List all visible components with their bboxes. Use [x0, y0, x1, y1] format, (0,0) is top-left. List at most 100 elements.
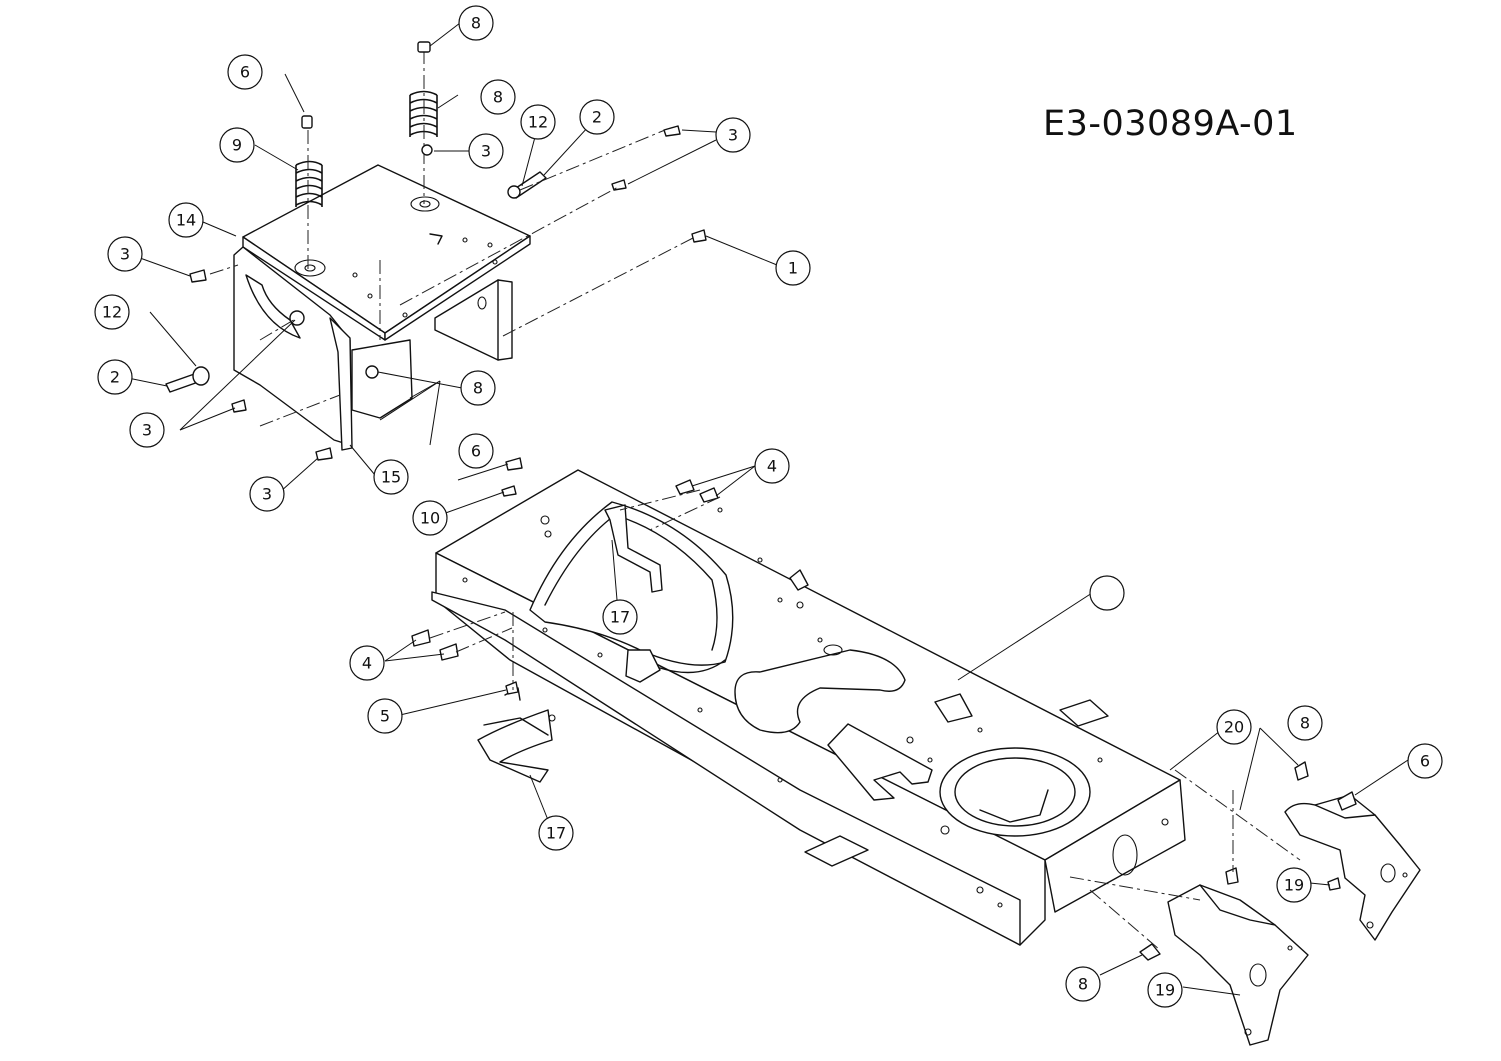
callout-1-frame — [1089, 575, 1125, 611]
callout-number: 3 — [120, 245, 130, 264]
callout-number: 6 — [240, 63, 250, 82]
callout-8-bottom: 8 — [1065, 966, 1101, 1002]
callout-20: 20 — [1216, 709, 1252, 745]
callout-circle — [349, 645, 385, 681]
callout-number: 4 — [362, 654, 372, 673]
bolt-4-top-b — [699, 487, 719, 503]
frame-cutout-pedal — [734, 649, 906, 734]
callout-number: 3 — [142, 421, 152, 440]
rear-alignment-lines — [1069, 769, 1301, 951]
seat-hardware — [165, 41, 707, 461]
callout-circle — [1407, 743, 1443, 779]
callout-14: 14 — [168, 202, 204, 238]
callout-circle — [373, 459, 409, 495]
callout-4-left: 4 — [349, 645, 385, 681]
springs — [295, 50, 438, 270]
seat-plate-right-edge — [384, 235, 531, 341]
spring-left-9 — [295, 160, 323, 207]
callout-8-right: 8 — [1287, 705, 1323, 741]
nut-8-mid — [365, 365, 379, 379]
callout-number: 19 — [1155, 981, 1175, 1000]
callout-number: 12 — [528, 113, 548, 132]
callout-circle — [1065, 966, 1101, 1002]
frame-cutout-center — [827, 723, 933, 801]
bolt-6-top — [301, 115, 313, 129]
callout-circle — [1276, 867, 1312, 903]
callout-circle — [1216, 709, 1252, 745]
callout-17-bracket: 17 — [538, 815, 574, 851]
bolt-1 — [691, 229, 707, 243]
frame-hardware — [411, 457, 721, 695]
callout-circle — [249, 476, 285, 512]
rear-bracket-right — [1284, 761, 1421, 941]
nut-3-spring — [421, 144, 433, 156]
callout-number: 17 — [546, 824, 566, 843]
callout-number: 4 — [767, 457, 777, 476]
nut-3-top-right-2 — [611, 179, 627, 191]
rear-bracket-left — [1139, 867, 1309, 1046]
callout-circle — [775, 250, 811, 286]
callout-circle — [460, 370, 496, 406]
diagram-code-label: E3-03089A-01 — [1043, 104, 1298, 144]
callout-circle — [129, 412, 165, 448]
frame-bracket-17 — [604, 504, 663, 593]
callout-8-top: 8 — [458, 5, 494, 41]
frame-tab-left — [804, 835, 869, 867]
callout-4-top: 4 — [754, 448, 790, 484]
callout-circle — [97, 359, 133, 395]
callout-circle — [754, 448, 790, 484]
callout-number: 8 — [473, 379, 483, 398]
callout-number: 6 — [1420, 752, 1430, 771]
main-frame — [431, 469, 1186, 946]
callout-6-mid: 6 — [458, 433, 494, 469]
callout-circle — [94, 294, 130, 330]
callout-circle — [458, 5, 494, 41]
bolt-6-mid — [505, 457, 523, 471]
bolt-6-right — [1337, 791, 1357, 811]
callout-12-top: 12 — [520, 104, 556, 140]
callout-number: 8 — [493, 88, 503, 107]
callout-number: 12 — [102, 303, 122, 322]
callout-circle — [520, 104, 556, 140]
bolt-4-left-b — [439, 643, 459, 661]
callout-6-top: 6 — [227, 54, 263, 90]
callout-15: 15 — [373, 459, 409, 495]
callout-number: 10 — [420, 509, 440, 528]
callout-circle — [538, 815, 574, 851]
callout-circle — [1287, 705, 1323, 741]
nut-8-top — [417, 41, 431, 53]
callout-circle — [1147, 972, 1183, 1008]
callout-5: 5 — [367, 698, 403, 734]
callout-number: 5 — [380, 707, 390, 726]
callout-number: 8 — [1078, 975, 1088, 994]
callout-3-left: 3 — [107, 236, 143, 272]
callout-3-lower: 3 — [129, 412, 165, 448]
frame-round-opening — [939, 747, 1091, 837]
frame-left-rail — [431, 591, 1021, 946]
callout-circle — [367, 698, 403, 734]
frame-opening-front — [529, 501, 734, 666]
callout-number: 1 — [788, 259, 798, 278]
bolt-4-left-a — [411, 629, 431, 647]
callout-17-frame: 17 — [602, 599, 638, 635]
callout-circle — [412, 500, 448, 536]
callout-circle — [107, 236, 143, 272]
callout-9-spring: 9 — [219, 127, 255, 163]
callout-number: 3 — [481, 142, 491, 161]
callout-circle — [468, 133, 504, 169]
callout-1-bolt: 1 — [775, 250, 811, 286]
callout-number: 20 — [1224, 718, 1244, 737]
callout-number: 8 — [1300, 714, 1310, 733]
nut-3-lower — [231, 399, 247, 413]
callout-number: 3 — [262, 485, 272, 504]
callout-8-mid: 8 — [460, 370, 496, 406]
bolt-8-bottom — [1139, 943, 1161, 961]
callout-circle — [480, 79, 516, 115]
callout-circle — [579, 99, 615, 135]
nut-3-left — [189, 269, 207, 283]
callout-number: 2 — [592, 108, 602, 127]
bolt-4-top-a — [675, 479, 695, 495]
nut-3-bottom — [315, 447, 333, 461]
